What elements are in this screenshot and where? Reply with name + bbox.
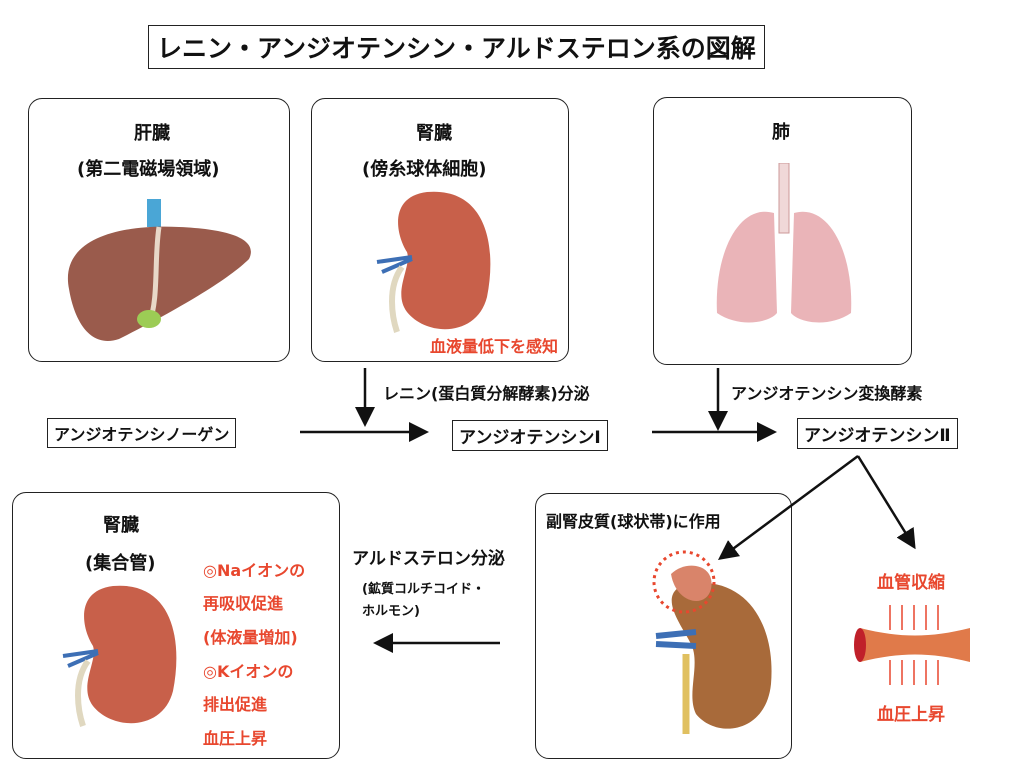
effect-reabsorb: 再吸収促進	[203, 594, 284, 613]
kidney-collecting-panel: 腎臓 (集合管) ◎Naイオンの 再吸収促進 (体液量増加) ◎Kイオンの 排出…	[12, 492, 340, 759]
kidney-cells: (傍糸球体細胞)	[362, 159, 487, 180]
kidney2-label: 腎臓	[103, 515, 139, 536]
ace-label: アンジオテンシン変換酵素	[731, 384, 923, 403]
kidney2-illustration	[62, 585, 177, 727]
renin-label: レニン(蛋白質分解酵素)分泌	[383, 384, 590, 403]
angiotensin1-box: アンジオテンシンⅠ	[452, 420, 608, 451]
arrow-to-adrenal	[717, 454, 859, 560]
effect-volume: (体液量増加)	[203, 628, 298, 647]
vasoconstriction-label: 血管収縮	[877, 573, 945, 593]
effect-bp: 血圧上昇	[203, 729, 268, 748]
aldosterone-label: アルドステロン分泌	[352, 549, 505, 569]
liver-label: 肝臓	[134, 123, 170, 144]
blood-vessel-icon	[854, 605, 970, 685]
liver-region: (第二電磁場領域)	[77, 159, 220, 180]
angiotensin2-box: アンジオテンシンⅡ	[797, 418, 958, 449]
adrenal-illustration	[652, 550, 772, 734]
kidney2-part: (集合管)	[85, 553, 156, 574]
kidney-panel: 腎臓 (傍糸球体細胞) 血液量低下を感知	[311, 98, 569, 362]
kidney-label: 腎臓	[416, 123, 452, 144]
lung-panel: 肺	[653, 97, 912, 365]
lung-label: 肺	[772, 122, 790, 143]
liver-panel: 肝臓 (第二電磁場領域)	[28, 98, 290, 362]
adrenal-label: 副腎皮質(球状帯)に作用	[546, 512, 721, 531]
kidney-illustration	[376, 191, 491, 333]
kidney-sense-text: 血液量低下を感知	[430, 337, 559, 356]
aldosterone-sub2: ホルモン)	[362, 604, 420, 619]
arrow-to-vessel	[856, 455, 916, 550]
angiotensinogen-box: アンジオテンシノーゲン	[47, 418, 237, 448]
lung-illustration	[716, 163, 852, 323]
bp-rise-label: 血圧上昇	[877, 705, 945, 725]
effect-na: ◎Naイオンの	[203, 561, 306, 580]
aldosterone-sub1: (鉱質コルチコイド・	[362, 582, 485, 597]
liver-illustration	[67, 199, 251, 341]
page-title: レニン・アンジオテンシン・アルドステロン系の図解	[148, 25, 765, 69]
effect-excrete: 排出促進	[203, 695, 268, 714]
effect-k: ◎Kイオンの	[203, 662, 294, 681]
